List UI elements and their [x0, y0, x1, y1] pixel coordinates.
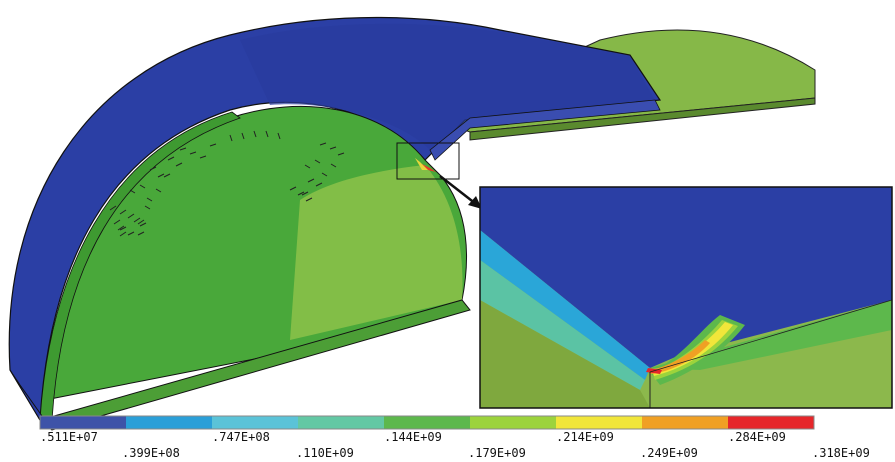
arch-inner-surface: [39, 105, 468, 421]
legend-color-band: [298, 416, 384, 429]
legend-label: .318E+09: [812, 446, 870, 460]
legend-label: .214E+09: [556, 430, 614, 444]
legend-color-band: [728, 416, 814, 429]
crack-pattern-right: [229, 130, 345, 202]
legend-label: .144E+09: [384, 430, 442, 444]
contour-legend-bar: [39, 415, 815, 430]
zoom-inset: [479, 186, 893, 409]
legend-color-band: [642, 416, 728, 429]
legend-label: .511E+07: [40, 430, 98, 444]
legend-color-band: [470, 416, 556, 429]
arch-outer-shell: [8, 16, 662, 422]
legend-color-band: [126, 416, 212, 429]
legend-color-band: [40, 416, 126, 429]
legend-color-band: [384, 416, 470, 429]
legend-label: .399E+08: [122, 446, 180, 460]
legend-label: .110E+09: [296, 446, 354, 460]
legend-label: .249E+09: [640, 446, 698, 460]
legend-color-band: [212, 416, 298, 429]
legend-color-band: [556, 416, 642, 429]
legend-label: .284E+09: [728, 430, 786, 444]
zoom-arrow: [439, 175, 482, 209]
legend-frame: [39, 415, 815, 430]
legend-label: .747E+08: [212, 430, 270, 444]
stress-hotspot: [415, 158, 436, 172]
crack-pattern-left: [109, 143, 217, 237]
detail-box: [396, 142, 460, 180]
legend-label: .179E+09: [468, 446, 526, 460]
